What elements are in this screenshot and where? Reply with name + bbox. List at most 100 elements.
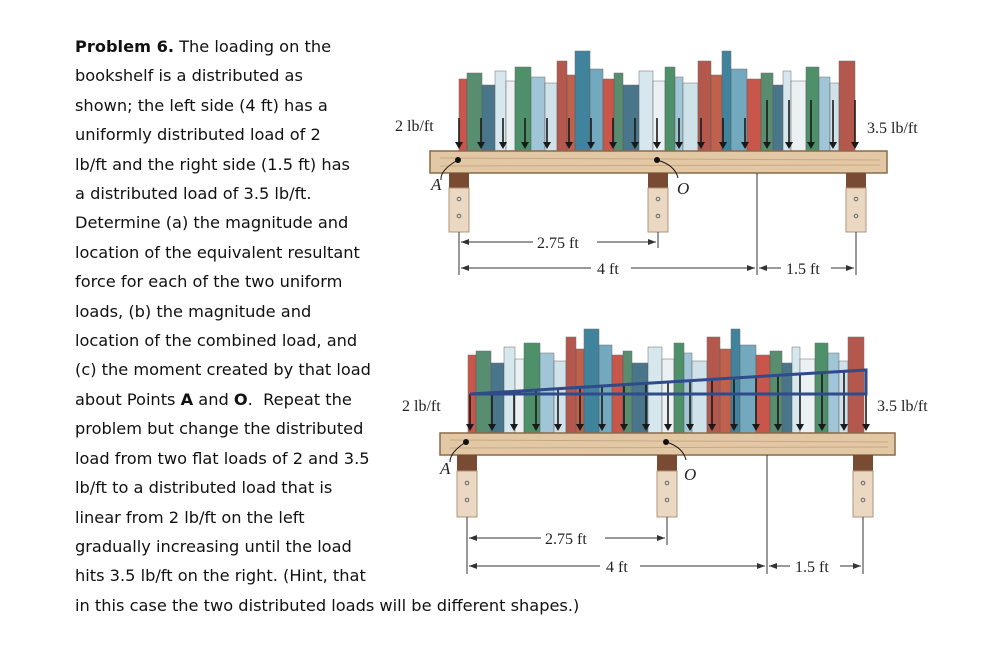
dim-right-label-bottom: 1.5 ft	[795, 559, 829, 576]
book	[514, 66, 532, 152]
problem-line: force for each of the two uniform	[75, 267, 395, 296]
book	[691, 360, 708, 434]
book	[556, 60, 568, 152]
problem-line: a distributed load of 3.5 lb/ft.	[75, 179, 395, 208]
problem-text-segment: The loading on the	[174, 37, 332, 56]
problem-text-segment: gradually increasing until the load	[75, 536, 352, 556]
load-arrowhead	[708, 424, 716, 431]
book	[719, 348, 732, 434]
load-arrowhead	[741, 142, 749, 149]
book	[490, 362, 505, 434]
load-arrowhead	[851, 142, 859, 149]
load-arrowhead	[796, 424, 804, 431]
shelf-grain-top	[439, 157, 881, 161]
point-a-label-top: A	[430, 175, 442, 194]
problem-text-segment: location of the equivalent resultant	[75, 242, 360, 262]
bracket-right-bottom	[852, 455, 874, 518]
load-arrowhead	[576, 424, 584, 431]
load-arrowhead	[587, 142, 595, 149]
book	[598, 344, 613, 434]
load-arrowhead	[730, 424, 738, 431]
load-arrowhead	[697, 142, 705, 149]
right-load-label-top: 3.5 lb/ft	[867, 120, 918, 137]
problem-line: uniformly distributed load of 2	[75, 120, 395, 149]
dim-right-bg-bottom	[790, 556, 840, 576]
problem-bold-text: O	[233, 389, 248, 409]
load-arrowhead	[499, 142, 507, 149]
book	[739, 344, 757, 434]
dim-left-label-bottom: 4 ft	[606, 559, 628, 576]
book	[706, 336, 721, 434]
shelf-grain-bottom-2	[449, 446, 889, 449]
problem-text-segment: (c) the moment created by that load	[75, 360, 371, 380]
book	[466, 72, 483, 152]
dim-right-label-top: 1.5 ft	[786, 261, 820, 278]
load-arrowhead	[488, 424, 496, 431]
left-load-label-bottom: 2 lb/ft	[402, 398, 441, 415]
load-arrowhead	[642, 424, 650, 431]
dim-left-bg-bottom	[600, 556, 640, 576]
problem-line: Determine (a) the magnitude and	[75, 208, 395, 237]
book	[791, 346, 801, 434]
problem-text-segment: about Points	[75, 389, 181, 409]
problem-text-segment: a distributed load of 3.5 lb/ft.	[75, 184, 312, 204]
problem-line: loads, (b) the magnitude and	[75, 297, 395, 326]
book	[799, 358, 816, 434]
bracket-a-top	[448, 173, 470, 233]
problem-line: bookshelf is a distributed as	[75, 61, 395, 90]
load-arrowhead	[532, 424, 540, 431]
book	[553, 360, 567, 434]
problem-line: problem but change the distributed	[75, 414, 395, 443]
book	[652, 80, 666, 152]
problem-line: lb/ft to a distributed load that is	[75, 473, 395, 502]
dim-ao-bg-top	[533, 232, 597, 252]
problem-line: location of the equivalent resultant	[75, 238, 395, 267]
right-load-label-bottom: 3.5 lb/ft	[877, 398, 928, 415]
load-arrowhead	[477, 142, 485, 149]
book	[647, 346, 663, 434]
book	[613, 72, 624, 152]
problem-text-segment: and	[193, 389, 234, 409]
bracket-right-top	[845, 173, 867, 233]
problem-text-segment: . Repeat the	[247, 389, 352, 409]
book	[574, 50, 591, 152]
point-a-leader-bottom	[449, 441, 467, 463]
point-a-leader-top	[440, 159, 459, 181]
problem-line: shown; the left side (4 ft) has a	[75, 91, 395, 120]
load-arrowhead	[675, 142, 683, 149]
load-arrowhead	[521, 142, 529, 149]
load-arrows-top	[455, 100, 859, 149]
problem-text-segment: uniformly distributed load of 2	[75, 125, 321, 145]
load-arrowhead	[543, 142, 551, 149]
load-arrowhead	[785, 142, 793, 149]
problem-text-segment: load from two flat loads of 2 and 3.5	[75, 448, 370, 468]
book	[494, 70, 507, 152]
problem-line: Problem 6. The loading on the	[75, 32, 395, 61]
problem-bold-text: A	[180, 389, 194, 409]
point-o-label-bottom: O	[684, 465, 696, 484]
problem-line: linear from 2 lb/ft on the left	[75, 503, 395, 532]
problem-text-segment: problem but change the distributed	[75, 419, 364, 439]
load-arrowhead	[829, 142, 837, 149]
book	[847, 336, 865, 434]
book	[772, 84, 784, 152]
bracket-o-bottom	[656, 455, 678, 518]
book	[710, 74, 723, 152]
point-a-label-bottom: A	[439, 459, 451, 478]
load-arrowhead	[455, 142, 463, 149]
book	[838, 60, 856, 152]
problem-line: lb/ft and the right side (1.5 ft) has	[75, 150, 395, 179]
problem-text-segment: hits 3.5 lb/ft on the right. (Hint, that	[75, 566, 366, 586]
book	[818, 76, 831, 152]
load-arrowhead	[763, 142, 771, 149]
load-arrowhead	[620, 424, 628, 431]
book	[769, 350, 783, 434]
point-o-leader-bottom	[665, 441, 687, 461]
load-arrowhead	[719, 142, 727, 149]
book	[746, 78, 762, 152]
dim-left-bg-top	[591, 258, 631, 278]
problem-bold-text: Problem 6.	[75, 37, 174, 56]
load-arrowhead	[653, 142, 661, 149]
load-arrowhead	[686, 424, 694, 431]
figure-top: A O 2 lb/ft 3.5 lb/ft 2.75 ft 4 ft 1.5 f…	[395, 50, 918, 278]
